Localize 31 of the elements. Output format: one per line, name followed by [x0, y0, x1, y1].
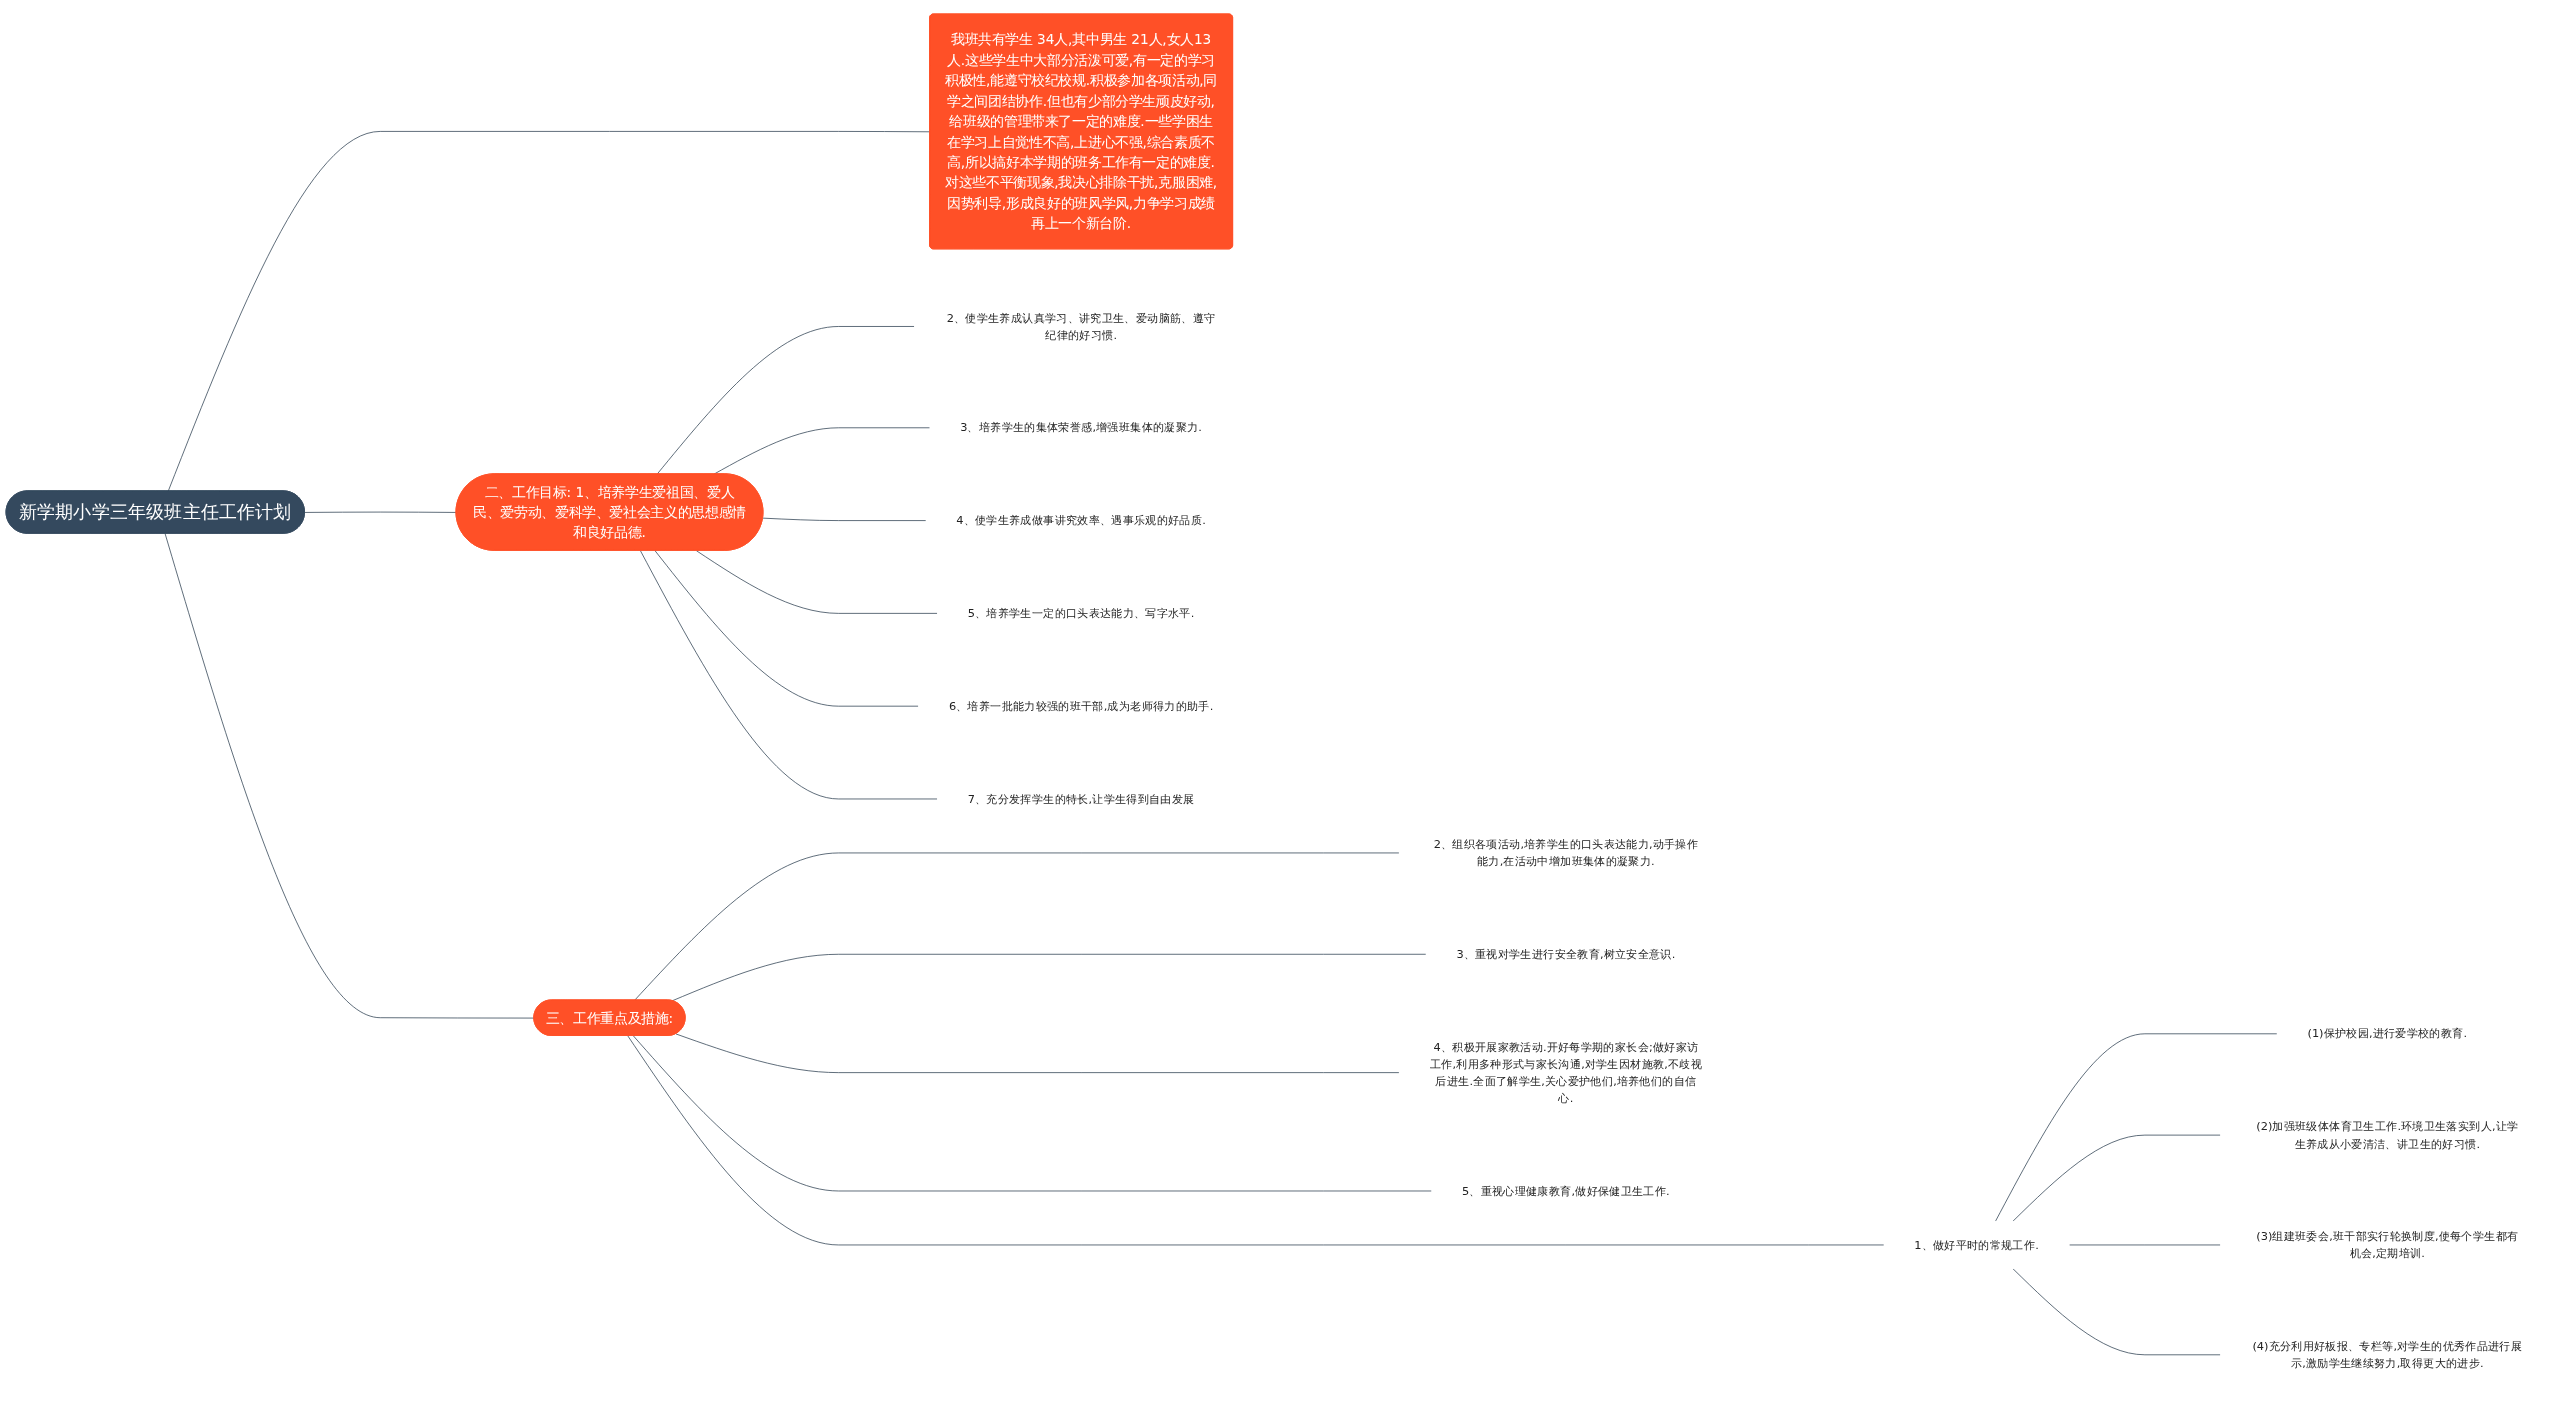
- node-text: (4)充分利用好板报、专栏等,对学生的优秀作品进行展示,激励学生继续努力,取得更大的进步.: [2252, 1339, 2523, 1370]
- node-text: (2)加强班级体体育卫生工作.环境卫生落实到人,让学生养成从小爱清洁、讲卫生的好习惯.: [2256, 1119, 2519, 1151]
- connector: [675, 1033, 1400, 1073]
- connector: [167, 131, 931, 492]
- node-text: 7、充分发挥学生的特长,让学生得到自由发展: [967, 791, 1195, 806]
- node-text: (1)保护校园,进行爱学校的教育.: [2307, 1026, 2468, 1041]
- node-text: (3)组建班委会,班干部实行轮换制度,使每个学生都有机会,定期培训.: [2256, 1229, 2519, 1261]
- node-text: 5、重视心理健康教育,做好保健卫生工作.: [1462, 1183, 1670, 1198]
- connector: [627, 1035, 1885, 1246]
- node-text: 3、培养学生的集体荣誉感,增强班集体的凝聚力.: [960, 420, 1202, 435]
- connector: [671, 953, 1427, 1002]
- node-text: 6、培养一批能力较强的班干部,成为老师得力的助手.: [948, 699, 1214, 713]
- node-text: 2、组织各项活动,培养学生的口头表达能力,动手操作能力,在活动中增加班集体的凝聚力.: [1433, 837, 1699, 869]
- node-text: 3、重视对学生进行安全教育,树立安全意识.: [1456, 947, 1676, 961]
- node-text: 5、培养学生一定的口头表达能力、写字水平.: [967, 606, 1195, 621]
- connector: [634, 852, 1400, 1001]
- connector: [633, 1035, 1433, 1192]
- connector: [2012, 1134, 2221, 1222]
- connector: [762, 517, 927, 521]
- connector: [654, 550, 919, 707]
- connector: [640, 550, 938, 800]
- connector: [696, 550, 938, 614]
- node-text: 2、使学生养成认真学习、讲究卫生、爱动脑筋、遵守纪律的好习惯.: [946, 310, 1216, 342]
- node-text: 1、做好平时的常规工作.: [1914, 1237, 2039, 1252]
- connector: [164, 533, 535, 1019]
- node-text: 4、使学生养成做事讲究效率、遇事乐观的好品质.: [956, 513, 1206, 528]
- node-text: 4、积极开展家教活动.开好每学期的家长会;做好家访工作,利用多种形式与家长沟通,对学生因材施教,不歧视后进生.全面了解学生,关心爱护他们,培养他们的自信心.: [1429, 1040, 1702, 1105]
- connector: [1995, 1033, 2278, 1222]
- connector: [304, 511, 457, 513]
- connector: [2012, 1268, 2221, 1356]
- connector: [656, 326, 915, 475]
